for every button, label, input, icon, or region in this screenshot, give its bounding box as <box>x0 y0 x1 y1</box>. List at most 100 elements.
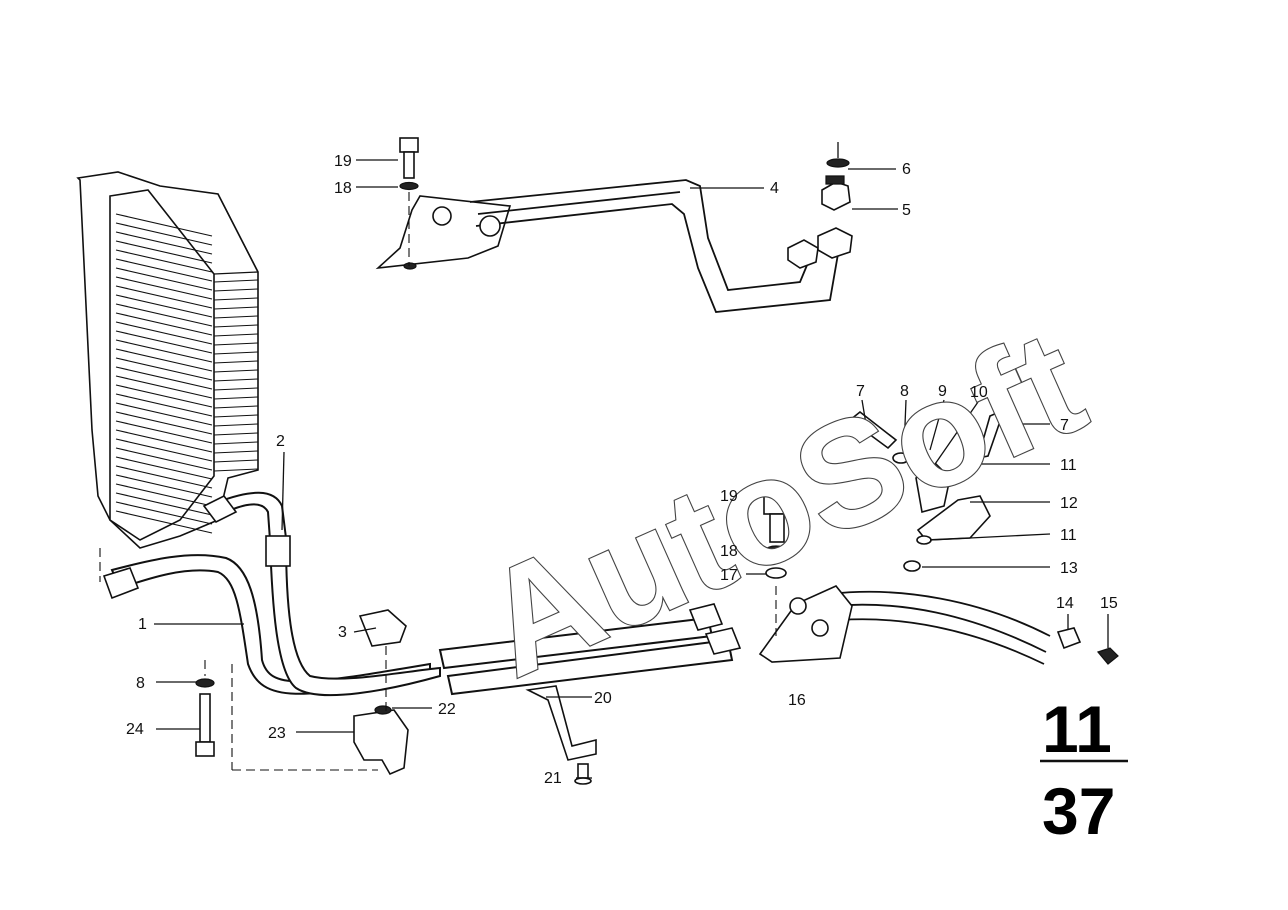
hose-clamp[interactable] <box>358 609 407 647</box>
callout-20: 20 <box>594 690 612 707</box>
cooler-side-line <box>213 459 259 463</box>
cooler-fin-line <box>115 411 213 435</box>
callout-16: 16 <box>788 692 806 709</box>
cooler-fin-line <box>115 366 213 390</box>
oil-hose-middle[interactable] <box>438 603 742 696</box>
cooler-side-line <box>213 351 259 355</box>
cooler-fin-line <box>115 429 213 453</box>
bolt-middle[interactable] <box>763 495 791 636</box>
subgroup-number: 37 <box>1042 774 1115 848</box>
cooler-fin-line <box>115 474 213 498</box>
callout-12: 12 <box>1060 495 1078 512</box>
cooler-fin-line <box>115 438 213 462</box>
cooler-side-line <box>213 387 259 391</box>
callout-17: 17 <box>720 567 738 584</box>
cooler-fin-line <box>115 384 213 408</box>
callout-6: 6 <box>902 161 911 178</box>
cooler-fin-line <box>115 510 213 534</box>
cooler-side-line <box>213 378 259 382</box>
cooler-fin-line <box>115 294 213 318</box>
cooler-fin-line <box>115 393 213 417</box>
callout-3: 3 <box>338 624 347 641</box>
callout-5: 5 <box>902 202 911 219</box>
cooler-fin-line <box>115 222 213 246</box>
cooler-fin-line <box>115 348 213 372</box>
callout-22: 22 <box>438 701 456 718</box>
cooler-side-line <box>213 414 259 418</box>
bolt-lower-left[interactable] <box>195 660 215 757</box>
cooler-side-line <box>213 450 259 454</box>
bolt-upper[interactable] <box>399 137 419 266</box>
callouts: 19 18 4 6 5 2 1 3 8 24 23 22 20 21 19 18… <box>126 153 1118 787</box>
cooler-fin-line <box>115 312 213 336</box>
washer-top-right[interactable] <box>826 142 850 168</box>
clamp-lower[interactable] <box>353 705 409 776</box>
cooler-fin-line <box>115 213 213 237</box>
cooler-fin-line <box>115 483 213 507</box>
oil-pressure-fitting[interactable] <box>821 175 851 211</box>
oil-hose-return[interactable] <box>202 491 441 697</box>
cooler-side-line <box>213 324 259 328</box>
callout-9: 9 <box>938 383 947 400</box>
callout-7-right: 7 <box>1060 417 1069 434</box>
cooler-side-line <box>213 369 259 373</box>
callout-11-bottom: 11 <box>1060 527 1077 544</box>
cooler-fin-line <box>115 276 213 300</box>
cooler-side-line <box>213 315 259 319</box>
cooler-fin-line <box>115 357 213 381</box>
cooler-fin-line <box>115 501 213 525</box>
cooler-fins <box>115 213 259 534</box>
oil-line-upper[interactable] <box>375 179 853 313</box>
callout-21: 21 <box>544 770 562 787</box>
cooler-side-line <box>213 279 259 283</box>
cooler-side-line <box>213 342 259 346</box>
cooler-fin-line <box>115 267 213 291</box>
callout-11-top: 11 <box>1060 457 1077 474</box>
callout-7-left: 7 <box>856 383 865 400</box>
cooler-side-line <box>213 432 259 436</box>
cooler-side-line <box>213 423 259 427</box>
callout-19-top: 19 <box>334 153 352 170</box>
callout-18-mid: 18 <box>720 543 738 560</box>
callout-15: 15 <box>1100 595 1118 612</box>
cooler-side-line <box>213 288 259 292</box>
cooler-side-line <box>213 441 259 445</box>
cooler-side-line <box>213 333 259 337</box>
callout-23: 23 <box>268 725 286 742</box>
leader-lines <box>99 159 1128 779</box>
cooler-fin-line <box>115 249 213 273</box>
callout-10: 10 <box>970 384 988 401</box>
cooler-side-line <box>213 306 259 310</box>
cooler-side-line <box>213 396 259 400</box>
cooler-fin-line <box>115 456 213 480</box>
callout-8-right: 8 <box>900 383 909 400</box>
callout-13: 13 <box>1060 560 1078 577</box>
callout-1: 1 <box>138 616 147 633</box>
cooler-fin-line <box>115 420 213 444</box>
callout-18-top: 18 <box>334 180 352 197</box>
cooler-fin-line <box>115 303 213 327</box>
cooler-side-line <box>213 468 259 472</box>
cooler-fin-line <box>115 330 213 354</box>
cooler-side-line <box>213 360 259 364</box>
oil-cooler[interactable] <box>76 171 259 549</box>
group-number: 11 <box>1042 692 1112 766</box>
cooler-fin-line <box>115 339 213 363</box>
callout-19-mid: 19 <box>720 488 738 505</box>
callout-2: 2 <box>276 433 285 450</box>
cooler-fin-line <box>115 402 213 426</box>
cooler-fin-line <box>115 231 213 255</box>
bracket-hardware-right[interactable] <box>848 408 1119 665</box>
callout-4: 4 <box>770 180 779 197</box>
cooler-fin-line <box>115 321 213 345</box>
cooler-fin-line <box>115 375 213 399</box>
support-bracket[interactable] <box>525 685 597 785</box>
oil-line-right[interactable] <box>758 585 1051 665</box>
cooler-fin-line <box>115 285 213 309</box>
cooler-side-line <box>213 297 259 301</box>
callout-8-left: 8 <box>136 675 145 692</box>
cooler-fin-line <box>115 492 213 516</box>
callout-24: 24 <box>126 721 144 738</box>
cooler-fin-line <box>115 240 213 264</box>
